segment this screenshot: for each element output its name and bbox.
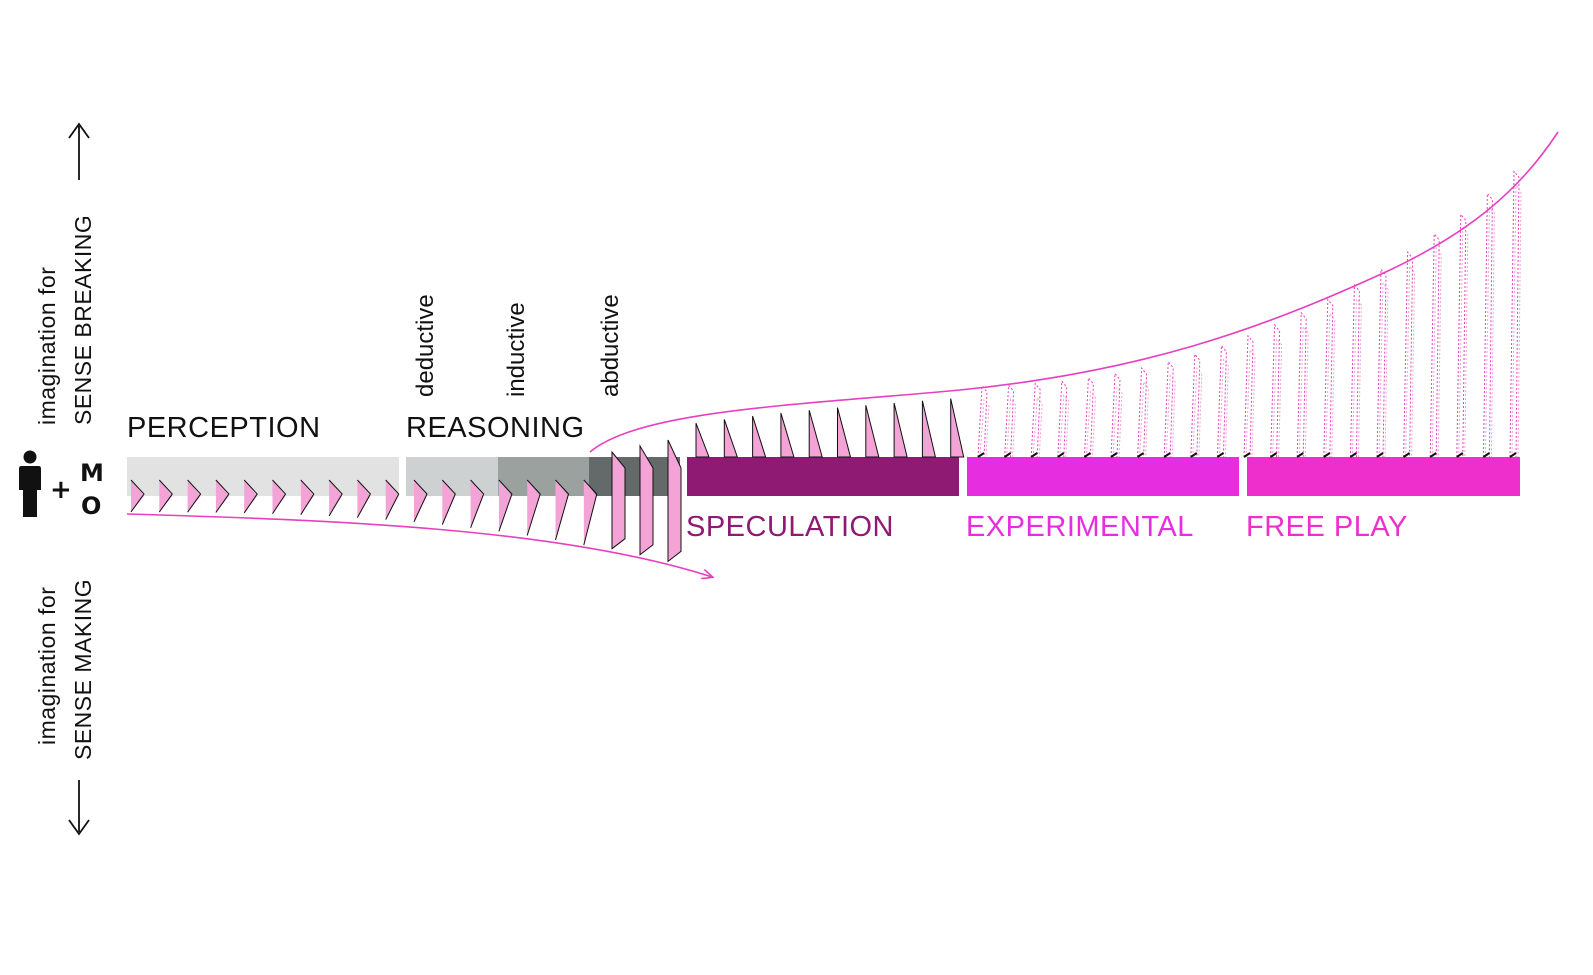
sense-making-label-line1: imagination for [34,587,60,745]
sense-breaking-axis: imagination for SENSE BREAKING [34,122,96,425]
speculation-triangle [780,412,795,458]
experimental-bar [967,457,1239,496]
spike [1296,311,1309,458]
actor-group: + M O [19,450,104,520]
small-triangle [356,479,372,518]
spike [977,384,990,458]
perception-label: PERCEPTION [127,412,321,444]
spike [1083,376,1096,458]
sense-breaking-label-line2: SENSE BREAKING [70,215,96,425]
abductive-label: abductive [597,294,624,397]
speculation-triangle [893,402,908,458]
spike [1030,382,1043,458]
small-triangle [526,479,541,536]
small-triangle [583,479,598,546]
speculation-bar [687,457,959,496]
small-triangle [441,479,456,525]
speculation-triangle [723,419,739,458]
experimental-label: EXPERIMENTAL [966,511,1194,543]
spike [1429,232,1442,458]
small-triangle [215,479,230,513]
person-icon [19,450,41,517]
abductive-triangle [667,439,682,563]
imagination-spikes [130,170,1522,563]
machine-letter-m: M [80,459,104,487]
sense-making-axis: imagination for SENSE MAKING [34,579,96,836]
spike [1216,344,1229,458]
up-arrow-icon [68,122,90,139]
sense-making-label-line2: SENSE MAKING [70,579,96,760]
reasoning-label: REASONING [406,412,585,444]
spike [1509,170,1522,458]
sense-breaking-label-line1: imagination for [34,267,60,425]
sense-making-curve [126,513,712,577]
speculation-label: SPECULATION [686,511,894,543]
small-triangle [300,479,315,515]
down-arrow-icon [68,819,90,836]
small-triangle [385,479,400,520]
spike [1270,323,1283,458]
machine-letter-o: O [81,492,101,520]
spike [1110,372,1123,458]
deductive-label: deductive [412,294,439,397]
free-play-bar [1247,457,1520,496]
speculation-triangle [752,415,767,458]
free-play-label: FREE PLAY [1246,511,1408,543]
spike [1403,250,1416,458]
small-triangle [158,479,173,513]
speculation-triangle [837,407,852,458]
small-triangle [272,479,287,514]
abductive-triangle [611,450,626,550]
small-triangle [470,479,485,528]
small-triangle [328,479,343,517]
spike [1456,213,1469,458]
small-triangle [243,479,258,514]
speculation-triangle [865,405,880,458]
spike [1323,298,1336,458]
spike [1243,334,1256,458]
perception-bar [127,457,399,496]
inductive-label: inductive [503,302,530,397]
small-triangle [130,479,145,513]
spike [1190,352,1203,458]
small-triangle [413,479,428,523]
spike [1004,383,1017,458]
abductive-triangle [639,444,654,556]
spike [1482,192,1495,458]
sense-breaking-curve [589,131,1559,453]
spike [1163,360,1176,458]
spike [1349,283,1362,458]
spike [1137,366,1150,458]
speculation-triangle [921,400,937,458]
inductive-bar [498,457,589,496]
speculation-triangle [808,410,823,458]
stage-bars [127,457,1520,496]
small-triangle [555,479,570,541]
abductive-bar [589,457,680,496]
speculation-triangle [695,423,710,458]
plus-sign: + [50,475,72,505]
envelope-curves [126,131,1559,577]
spike [1057,379,1070,458]
spike [1376,267,1389,458]
small-triangle [498,479,513,532]
small-triangle [187,479,202,513]
speculation-triangle [950,398,965,458]
